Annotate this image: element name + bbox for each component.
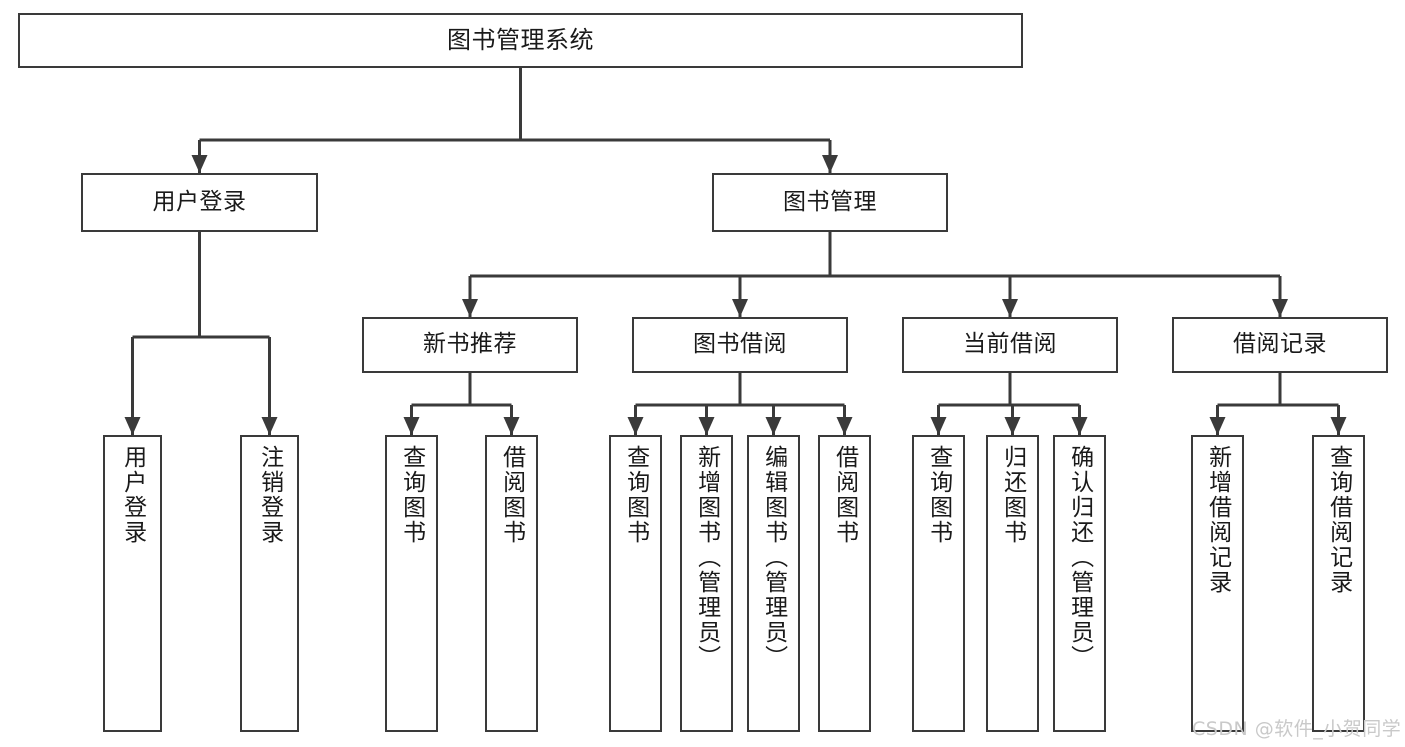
node-leaf-logout[interactable]: 注销登录: [240, 435, 299, 732]
node-book-borrow[interactable]: 图书借阅: [632, 317, 848, 373]
node-label: 借阅图书: [498, 445, 525, 545]
node-label: 归还图书: [999, 445, 1026, 545]
node-label: 图书管理系统: [447, 26, 594, 55]
node-leaf-return-book[interactable]: 归还图书: [986, 435, 1039, 732]
node-user-login[interactable]: 用户登录: [81, 173, 318, 232]
node-label: 用户登录: [152, 188, 247, 215]
node-leaf-user-login[interactable]: 用户登录: [103, 435, 162, 732]
arrow-head-leaf-query-record: [1330, 417, 1347, 435]
node-label: 注销登录: [256, 445, 283, 545]
node-label: 查询图书: [925, 445, 952, 545]
node-label: 新增图书（管理员）: [693, 445, 720, 670]
node-label: 图书借阅: [693, 331, 787, 358]
node-label: 查询图书: [622, 445, 649, 545]
node-leaf-query-books-bor[interactable]: 查询图书: [609, 435, 662, 732]
node-leaf-query-books-rec[interactable]: 查询图书: [385, 435, 438, 732]
arrow-head-leaf-confirm-return: [1071, 417, 1088, 435]
node-borrow-record[interactable]: 借阅记录: [1172, 317, 1388, 373]
node-label: 查询图书: [398, 445, 425, 545]
node-current-borrow[interactable]: 当前借阅: [902, 317, 1118, 373]
arrow-head-leaf-add-book: [698, 417, 715, 435]
node-leaf-add-book[interactable]: 新增图书（管理员）: [680, 435, 733, 732]
arrow-head-leaf-add-record: [1209, 417, 1226, 435]
arrow-head-borrow-record: [1272, 299, 1288, 317]
node-label: 编辑图书（管理员）: [760, 445, 787, 670]
node-label: 查询借阅记录: [1325, 445, 1352, 595]
arrow-head-leaf-borrow-books-rec: [503, 417, 520, 435]
node-root[interactable]: 图书管理系统: [18, 13, 1023, 68]
node-label: 图书管理: [783, 188, 877, 215]
node-new-book-rec[interactable]: 新书推荐: [362, 317, 578, 373]
arrow-head-new-book-rec: [462, 299, 478, 317]
arrow-head-book-borrow: [732, 299, 748, 317]
node-label: 用户登录: [119, 445, 146, 545]
arrow-head-leaf-logout: [261, 417, 278, 435]
node-leaf-query-record[interactable]: 查询借阅记录: [1312, 435, 1365, 732]
node-label: 借阅记录: [1233, 331, 1327, 358]
arrow-head-leaf-return-book: [1004, 417, 1021, 435]
node-book-mgmt[interactable]: 图书管理: [712, 173, 948, 232]
arrow-head-leaf-user-login: [124, 417, 141, 435]
node-leaf-add-record[interactable]: 新增借阅记录: [1191, 435, 1244, 732]
node-label: 确认归还（管理员）: [1066, 445, 1093, 670]
arrow-head-leaf-query-books-bor: [627, 417, 644, 435]
watermark-text: CSDN @软件_小贺同学: [1192, 718, 1402, 740]
node-leaf-query-books-cur[interactable]: 查询图书: [912, 435, 965, 732]
arrow-head-leaf-query-books-rec: [403, 417, 420, 435]
node-leaf-edit-book[interactable]: 编辑图书（管理员）: [747, 435, 800, 732]
node-leaf-borrow-books-bor[interactable]: 借阅图书: [818, 435, 871, 732]
arrow-head-current-borrow: [1002, 299, 1018, 317]
arrow-head-leaf-query-books-cur: [930, 417, 947, 435]
arrow-head-leaf-borrow-books-bor: [836, 417, 853, 435]
node-leaf-borrow-books-rec[interactable]: 借阅图书: [485, 435, 538, 732]
node-label: 当前借阅: [963, 331, 1057, 358]
node-leaf-confirm-return[interactable]: 确认归还（管理员）: [1053, 435, 1106, 732]
node-label: 新书推荐: [423, 331, 517, 358]
arrow-head-user-login: [191, 155, 208, 173]
node-label: 新增借阅记录: [1204, 445, 1231, 595]
arrow-head-book-mgmt: [822, 155, 838, 173]
node-label: 借阅图书: [831, 445, 858, 545]
arrow-head-leaf-edit-book: [765, 417, 782, 435]
